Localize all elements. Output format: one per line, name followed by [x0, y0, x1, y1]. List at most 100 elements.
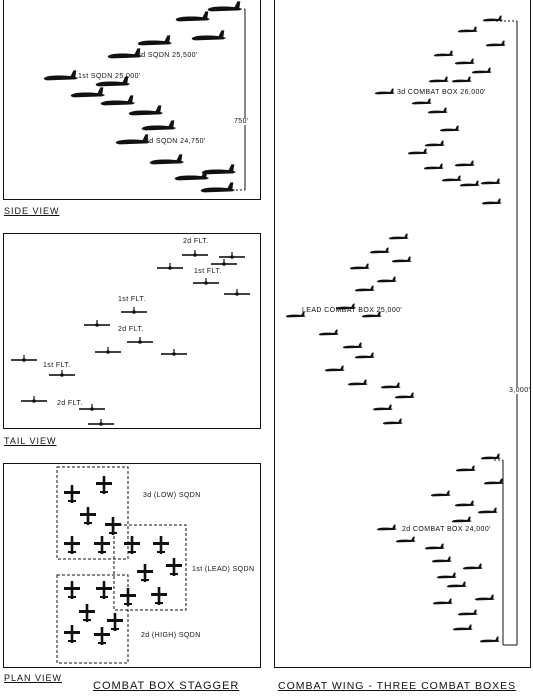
- plane-plan-icon: [64, 536, 80, 554]
- plane-side-icon: [451, 76, 472, 83]
- plane-plan-icon: [64, 581, 80, 599]
- plane-side-icon: [394, 392, 415, 399]
- plane-plan-icon: [94, 536, 110, 554]
- title-combat-box-stagger: COMBAT BOX STAGGER: [93, 680, 240, 692]
- plane-side-icon: [372, 404, 393, 411]
- plane-side-icon: [115, 134, 151, 145]
- plane-side-icon: [407, 148, 428, 155]
- plane-side-icon: [382, 418, 403, 425]
- plane-side-icon: [455, 465, 476, 472]
- side-view-panel: [3, 0, 261, 200]
- plane-tail-icon: [161, 349, 187, 356]
- plane-side-icon: [428, 76, 449, 83]
- plane-plan-icon: [105, 517, 121, 535]
- plane-tail-icon: [211, 259, 237, 266]
- plane-side-icon: [342, 342, 363, 349]
- plane-plan-icon: [166, 558, 182, 576]
- plane-side-icon: [207, 1, 243, 12]
- tail-view-label-1st-flt-low: 1st FLT.: [43, 362, 71, 369]
- plane-side-icon: [480, 178, 501, 185]
- plane-tail-icon: [49, 370, 75, 377]
- plane-side-icon: [480, 453, 501, 460]
- plan-view-caption: PLAN VIEW: [4, 673, 63, 683]
- side-view-height-bracket: [228, 8, 246, 191]
- plane-tail-icon: [79, 404, 105, 411]
- plan-view-planes: [64, 476, 182, 645]
- plane-side-icon: [427, 107, 448, 114]
- plane-plan-icon: [64, 625, 80, 643]
- plane-side-icon: [459, 180, 480, 187]
- plane-side-icon: [436, 572, 457, 579]
- plane-side-icon: [70, 87, 106, 98]
- plane-side-icon: [361, 311, 382, 318]
- plan-view-label-lead-sqdn: 1st (LEAD) SQDN: [192, 566, 255, 573]
- plan-view-label-high-sqdn: 2d (HIGH) SQDN: [141, 632, 201, 639]
- plane-side-icon: [454, 58, 475, 65]
- plane-side-icon: [432, 598, 453, 605]
- tail-view-panel: [3, 233, 261, 429]
- plane-plan-icon: [64, 485, 80, 503]
- plane-tail-icon: [182, 250, 208, 257]
- plane-side-icon: [433, 50, 454, 57]
- plane-side-icon: [388, 233, 409, 240]
- plane-plan-icon: [151, 587, 167, 605]
- plane-side-icon: [430, 490, 451, 497]
- plane-side-icon: [324, 365, 345, 372]
- combat-wing-label-3d-box: 3d COMBAT BOX 26,000': [397, 89, 486, 96]
- plane-plan-icon: [80, 507, 96, 525]
- side-view-caption: SIDE VIEW: [4, 206, 60, 216]
- combat-wing-planes: [285, 15, 506, 643]
- plane-side-icon: [374, 88, 395, 95]
- plane-tail-icon: [157, 263, 183, 270]
- plane-side-icon: [174, 170, 210, 181]
- plane-side-icon: [479, 636, 500, 643]
- plane-side-icon: [128, 105, 164, 116]
- plane-plan-icon: [137, 564, 153, 582]
- plane-side-icon: [380, 382, 401, 389]
- plane-side-icon: [482, 15, 503, 22]
- plane-tail-icon: [224, 289, 250, 296]
- plane-side-icon: [349, 263, 370, 270]
- plane-side-icon: [457, 609, 478, 616]
- tail-view-label-2d-flt-top: 2d FLT.: [183, 238, 209, 245]
- plane-side-icon: [454, 160, 475, 167]
- tail-view-label-1st-flt-mid: 1st FLT.: [118, 296, 146, 303]
- plane-side-icon: [175, 11, 211, 22]
- plane-tail-icon: [219, 252, 245, 259]
- plane-side-icon: [354, 285, 375, 292]
- plane-side-icon: [43, 70, 79, 81]
- plane-side-icon: [481, 198, 502, 205]
- plane-side-icon: [423, 163, 444, 170]
- plane-side-icon: [457, 26, 478, 33]
- plane-plan-icon: [120, 588, 136, 606]
- plane-side-icon: [431, 556, 452, 563]
- plane-side-icon: [477, 507, 498, 514]
- plane-plan-icon: [124, 536, 140, 554]
- plane-side-icon: [200, 182, 236, 193]
- plane-plan-icon: [79, 604, 95, 622]
- plane-tail-icon: [84, 320, 110, 327]
- plane-tail-icon: [21, 396, 47, 403]
- combat-wing-height-label: 3,000': [509, 387, 531, 394]
- plane-side-icon: [149, 154, 185, 165]
- plane-tail-icon: [11, 355, 37, 362]
- plane-side-icon: [424, 543, 445, 550]
- plane-side-icon: [454, 500, 475, 507]
- plane-side-icon: [441, 175, 462, 182]
- plane-side-icon: [369, 247, 390, 254]
- plan-view-squadron-boxes: [56, 466, 187, 664]
- tail-view-caption: TAIL VIEW: [4, 436, 57, 446]
- side-view-height-label: 750': [234, 118, 249, 125]
- plane-side-icon: [462, 563, 483, 570]
- plane-side-icon: [483, 478, 504, 485]
- plane-side-icon: [95, 76, 131, 87]
- plane-side-icon: [201, 164, 237, 175]
- plane-tail-icon: [121, 307, 147, 314]
- plane-side-icon: [395, 536, 416, 543]
- plane-side-icon: [439, 125, 460, 132]
- plane-side-icon: [141, 120, 177, 131]
- side-view-label-1st-sqdn: 1st SQDN 25,000': [78, 73, 141, 80]
- combat-wing-label-2d-box: 2d COMBAT BOX 24,000': [402, 526, 491, 533]
- plan-view-panel: [3, 463, 261, 668]
